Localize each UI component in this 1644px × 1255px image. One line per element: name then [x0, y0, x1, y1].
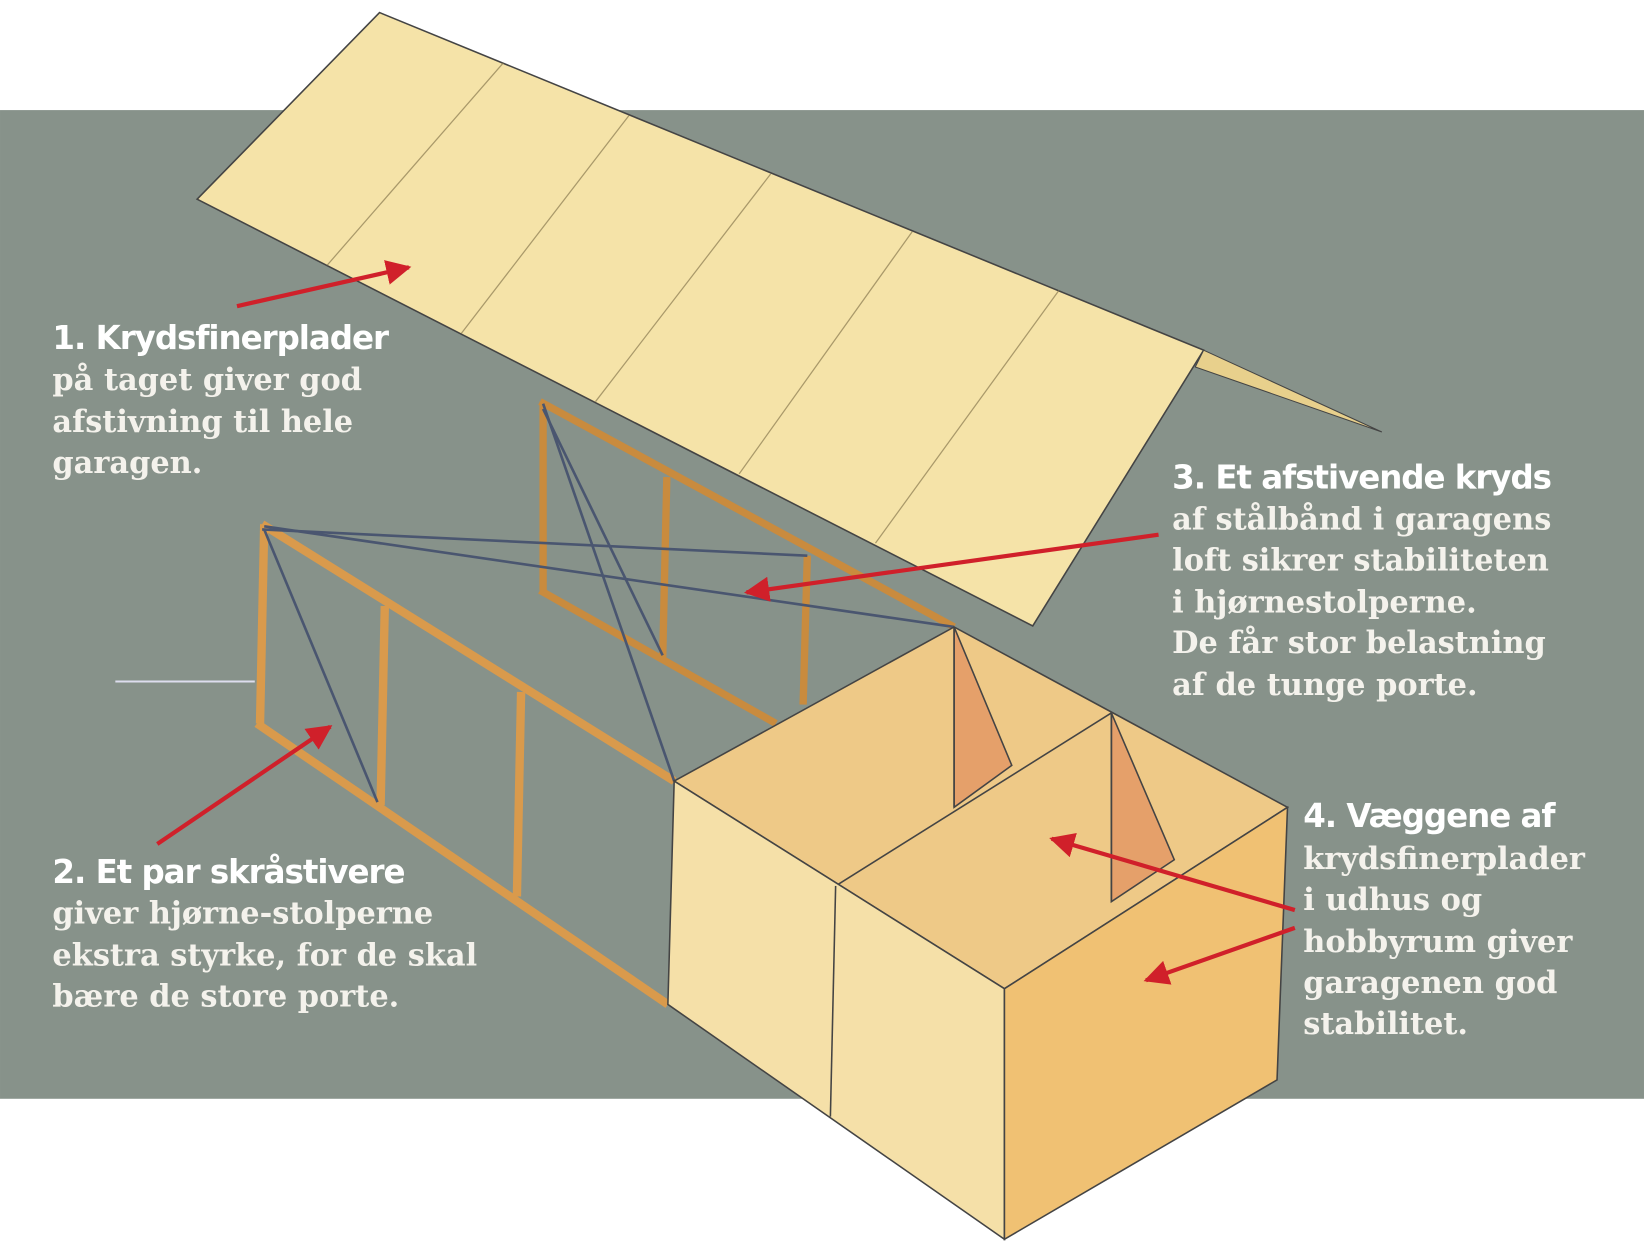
callout-4-line: i udhus og — [1303, 882, 1482, 918]
callout-4-title: 4. Væggene af — [1303, 797, 1556, 835]
callout-4-line: krydsfinerplader — [1303, 841, 1586, 877]
callout-2-line: bære de store porte. — [52, 979, 399, 1015]
callout-2-title: 2. Et par skråstivere — [52, 853, 404, 891]
steel-strap-bracing — [262, 403, 955, 803]
plywood-walls — [667, 626, 1290, 1241]
callout-1: 1. Krydsfinerplader på taget giver god a… — [52, 319, 390, 481]
callout-2-line: ekstra styrke, for de skal — [52, 938, 477, 974]
callout-3-line: De får stor belastning — [1172, 625, 1546, 661]
callout-3: 3. Et afstivende kryds af stålbånd i gar… — [1172, 459, 1552, 704]
callout-2-line: giver hjørne-stolperne — [52, 896, 433, 932]
callout-1-line: afstivning til hele — [52, 404, 353, 440]
callout-1-line: garagen. — [52, 445, 202, 481]
roof-plywood — [195, 11, 1383, 627]
callout-3-line: af stålbånd i garagens — [1172, 501, 1551, 537]
callout-3-line: i hjørnestolperne. — [1172, 584, 1477, 620]
callout-1-title: 1. Krydsfinerplader — [52, 319, 389, 357]
side-wall-frame — [254, 520, 677, 1008]
callout-4: 4. Væggene af krydsfinerplader i udhus o… — [1303, 797, 1586, 1042]
callout-3-line: af de tunge porte. — [1172, 667, 1477, 703]
callout-4-line: hobbyrum giver — [1303, 924, 1573, 960]
callout-arrows — [156, 260, 1296, 985]
callout-1-line: på taget giver god — [52, 362, 362, 398]
callout-2: 2. Et par skråstivere giver hjørne-stolp… — [52, 853, 477, 1015]
callout-3-title: 3. Et afstivende kryds — [1172, 459, 1551, 497]
callout-4-line: stabilitet. — [1303, 1006, 1468, 1042]
callout-4-line: garagenen god — [1303, 965, 1557, 1001]
back-wall-frame — [538, 398, 956, 727]
callout-3-line: loft sikrer stabiliteten — [1172, 542, 1549, 578]
